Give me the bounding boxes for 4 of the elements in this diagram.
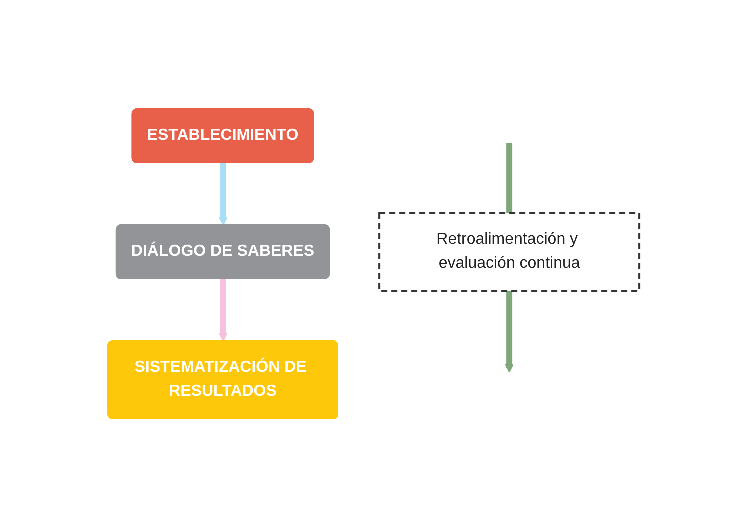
arrow bbox=[218, 279, 228, 342]
node-box: Retroalimentación y evaluación continua bbox=[378, 212, 640, 292]
arrow bbox=[504, 291, 514, 373]
arrow bbox=[218, 163, 228, 226]
